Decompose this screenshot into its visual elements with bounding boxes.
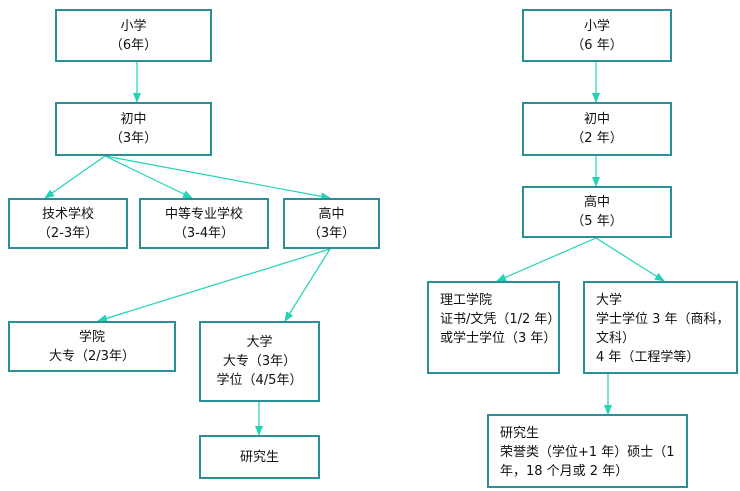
node-title: 小学 <box>120 18 147 34</box>
node-title: 理工学院 <box>440 293 493 308</box>
node-years: （2 年） <box>571 131 623 146</box>
arrow-junior-technical <box>44 155 106 199</box>
node-title: 初中 <box>583 112 610 127</box>
node-years: （3年） <box>109 131 158 146</box>
arrow-junior-vocational <box>104 155 193 199</box>
arrow-senior-university <box>284 248 331 322</box>
node-title: 中等专业学校 <box>164 206 243 222</box>
arrow-senior-college <box>97 248 331 323</box>
node-years: （6 年） <box>571 37 623 53</box>
node-detail: 年，18 个月或 2 年） <box>500 464 629 479</box>
node-years: （3-4年） <box>173 225 235 241</box>
node-title: 学院 <box>78 329 105 345</box>
node-university-left: 大学 大专（3年） 学位（4/5年） <box>199 321 320 402</box>
node-title: 高中 <box>318 206 345 222</box>
node-junior-left: 初中 （3年） <box>55 102 212 156</box>
node-title: 研究生 <box>239 449 279 465</box>
node-detail: 证书/文凭（1/2 年） <box>440 312 561 327</box>
node-detail: 学位（4/5年） <box>216 373 303 388</box>
node-senior-right: 高中 （5 年） <box>522 186 672 238</box>
node-vocational-school: 中等专业学校 （3-4年） <box>139 198 269 249</box>
node-graduate-right: 研究生 荣誉类（学位+1 年）硕士（1 年，18 个月或 2 年） <box>487 414 688 488</box>
node-university-right: 大学 学士学位 3 年（商科， 文科） 4 年（工程学等） <box>583 281 738 374</box>
node-title: 研究生 <box>500 426 540 441</box>
arrow-senior-university-right <box>595 237 665 282</box>
node-detail: 荣誉类（学位+1 年）硕士（1 <box>500 445 675 460</box>
node-college: 学院 大专（2/3年） <box>8 321 176 372</box>
node-years: （3年） <box>307 225 356 241</box>
node-detail: 4 年（工程学等） <box>596 350 700 365</box>
arrow-junior-senior <box>104 155 331 201</box>
node-primary-right: 小学 （6 年） <box>522 9 672 62</box>
node-detail: 大专（2/3年） <box>49 348 135 364</box>
node-junior-right: 初中 （2 年） <box>522 102 672 156</box>
node-technical-school: 技术学校 （2-3年） <box>8 198 128 249</box>
node-title: 初中 <box>120 112 147 127</box>
node-title: 大学 <box>596 293 623 308</box>
arrow-senior-polytech <box>496 237 597 282</box>
node-polytechnic: 理工学院 证书/文凭（1/2 年） 或学士学位（3 年） <box>427 281 560 374</box>
node-title: 小学 <box>583 18 610 34</box>
node-detail: 学士学位 3 年（商科， <box>596 312 730 327</box>
node-years: （2-3年） <box>37 225 99 241</box>
node-years: （5 年） <box>571 214 623 229</box>
node-title: 大学 <box>246 335 273 350</box>
node-detail: 或学士学位（3 年） <box>440 331 557 346</box>
node-years: （6年） <box>109 37 158 53</box>
node-primary-left: 小学 （6年） <box>55 9 212 62</box>
node-senior-left: 高中 （3年） <box>283 198 380 249</box>
node-title: 高中 <box>583 195 610 210</box>
node-detail: 文科） <box>596 331 636 346</box>
node-graduate-left: 研究生 <box>199 435 320 479</box>
node-title: 技术学校 <box>41 206 94 222</box>
node-detail: 大专（3年） <box>222 354 297 369</box>
